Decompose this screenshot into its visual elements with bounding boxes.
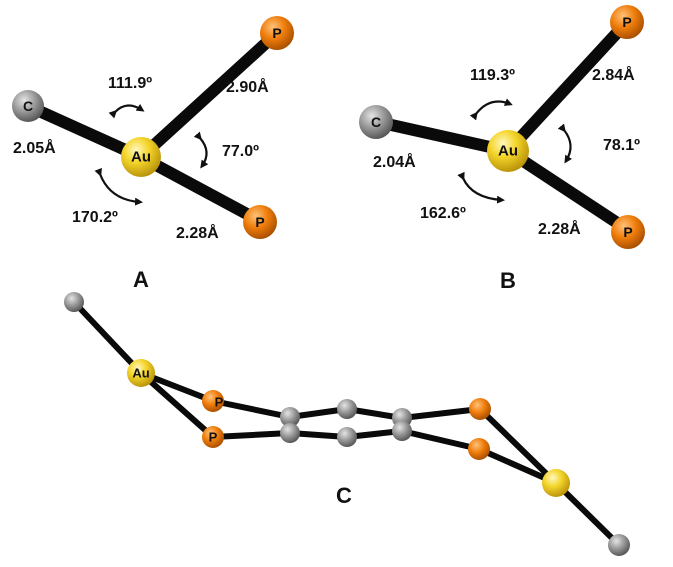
atom-c: C [12, 90, 44, 122]
angle-label-c-au-p-bottom: 170.2º [72, 209, 118, 226]
atom-au: Au [487, 130, 529, 172]
distance-label-au-p-top: 2.84Å [592, 65, 635, 84]
atom-c [280, 423, 300, 443]
atom-c [280, 407, 300, 427]
atom-p [469, 398, 491, 420]
atom-c [608, 534, 630, 556]
bond-au-p-top [135, 27, 283, 163]
atom-p-bottom: P [611, 215, 645, 249]
distance-label-au-c: 2.04Å [373, 152, 416, 171]
angle-label-c-au-p-bottom: 162.6º [420, 205, 466, 222]
atom-label-p: P [209, 430, 218, 445]
atom-p-top: P [260, 16, 294, 50]
atom-p-top: P [610, 5, 644, 39]
bond-au-c [22, 100, 147, 163]
panel-c: P P Au C [64, 292, 630, 556]
atom-c [64, 292, 84, 312]
atom-label-c: C [371, 114, 381, 130]
panel-a: C P P Au 111.9º 2.90Å 2.05Å 77.0º 170.2º… [12, 16, 294, 292]
angle-arrow-c-au-p-top [469, 98, 513, 121]
distance-label-au-p-bottom: 2.28Å [176, 223, 219, 242]
bond-au-c [372, 116, 514, 157]
atom-label-p: P [623, 224, 632, 240]
angle-label-p-au-p: 77.0º [222, 143, 259, 160]
panel-b: C P P Au 119.3º 2.84Å 2.04Å 78.1º 162.6º… [359, 5, 645, 293]
atom-label-c: C [23, 98, 33, 114]
atom-label-p: P [255, 214, 264, 230]
bond-au-p-top [502, 16, 633, 157]
panel-label-a: A [133, 267, 149, 292]
angle-label-c-au-p-top: 111.9º [108, 75, 152, 92]
angle-arrow-c-au-p-bottom [94, 167, 143, 206]
angle-arrow-p-au-p [193, 131, 209, 169]
bond-au-p-bottom [502, 145, 634, 236]
atom-p-bottom: P [243, 205, 277, 239]
atom-p: P [202, 426, 224, 448]
panel-label-c: C [336, 483, 352, 508]
bond-group [71, 299, 622, 548]
bond-au-p-bottom [135, 151, 266, 227]
angle-arrow-c-au-p-top [108, 103, 145, 119]
atom-label-au: Au [132, 366, 149, 381]
atom-au [542, 469, 570, 497]
angle-arrow-p-au-p [557, 123, 573, 164]
atom-label-au: Au [498, 143, 518, 160]
distance-label-au-p-top: 2.90Å [226, 77, 269, 96]
atom-au: Au [121, 137, 161, 177]
atom-label-p: P [622, 14, 631, 30]
atom-p: P [202, 390, 224, 412]
atom-c [392, 421, 412, 441]
angle-label-p-au-p: 78.1º [603, 137, 640, 154]
atom-label-p: P [272, 25, 281, 41]
angle-label-c-au-p-top: 119.3º [470, 67, 515, 84]
atom-c [337, 399, 357, 419]
distance-label-au-p-bottom: 2.28Å [538, 219, 581, 238]
atom-au: Au [127, 359, 155, 387]
atom-p [468, 438, 490, 460]
atom-c [337, 427, 357, 447]
panel-label-b: B [500, 268, 516, 293]
distance-label-au-c: 2.05Å [13, 138, 56, 157]
atom-label-p: P [215, 395, 224, 410]
angle-arrow-c-au-p-bottom [457, 171, 505, 204]
atom-label-au: Au [131, 149, 151, 166]
atom-c: C [359, 105, 393, 139]
